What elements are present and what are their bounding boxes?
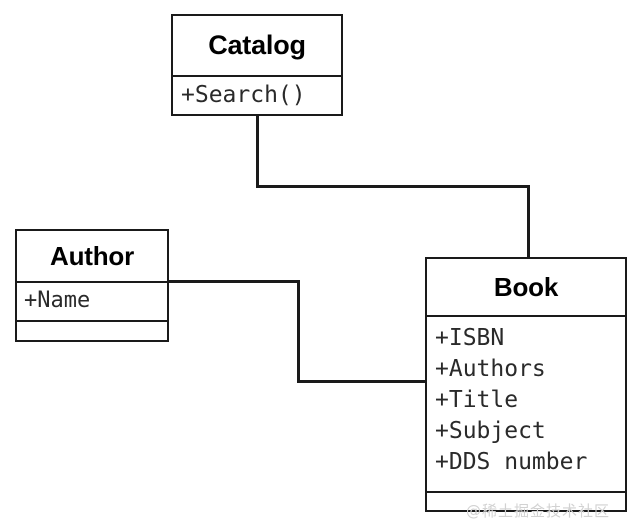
class-attributes-book: +ISBN +Authors +Title +Subject +DDS numb… bbox=[427, 315, 625, 491]
class-box-author[interactable]: Author +Name bbox=[15, 229, 169, 342]
connector-catalog-book-segment-3 bbox=[527, 185, 530, 259]
attribute-item: +Subject bbox=[435, 418, 546, 444]
class-attributes-author: +Name bbox=[17, 281, 167, 320]
connector-author-book-segment-1 bbox=[167, 280, 300, 283]
class-name-author: Author bbox=[50, 240, 134, 271]
class-operations-book bbox=[427, 491, 625, 510]
class-operations-author bbox=[17, 320, 167, 340]
attribute-item: +ISBN bbox=[435, 325, 505, 351]
class-box-book[interactable]: Book +ISBN +Authors +Title +Subject +DDS… bbox=[425, 257, 627, 512]
attribute-item: +Name bbox=[24, 288, 91, 314]
connector-author-book-segment-3 bbox=[297, 380, 427, 383]
class-box-catalog[interactable]: Catalog +Search() bbox=[171, 14, 343, 116]
connector-catalog-book-segment-2 bbox=[256, 185, 530, 188]
attribute-item: +DDS number bbox=[435, 449, 588, 475]
connector-author-book-segment-2 bbox=[297, 280, 300, 383]
operation-item: +Search() bbox=[181, 82, 306, 109]
class-operations-catalog: +Search() bbox=[173, 75, 341, 114]
class-name-book: Book bbox=[493, 271, 559, 302]
attribute-item: +Title bbox=[435, 387, 519, 413]
connector-catalog-book-segment-1 bbox=[256, 114, 259, 188]
attribute-item: +Authors bbox=[435, 356, 546, 382]
class-name-catalog: Catalog bbox=[208, 30, 306, 60]
